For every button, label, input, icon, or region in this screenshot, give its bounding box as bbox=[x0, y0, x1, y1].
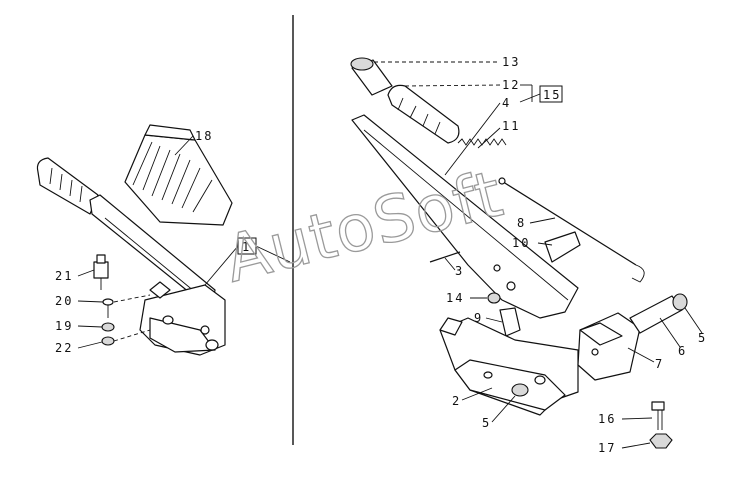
pin-3 bbox=[429, 251, 461, 263]
callout-18: 18 bbox=[195, 129, 213, 143]
lever-right bbox=[351, 114, 579, 319]
callout-2: 2 bbox=[452, 394, 461, 408]
callout-21: 21 bbox=[55, 269, 73, 283]
block-7 bbox=[577, 312, 641, 381]
callout-6: 6 bbox=[678, 344, 687, 358]
washer-5-lower bbox=[511, 383, 529, 397]
washer-22 bbox=[101, 336, 115, 346]
callout-4: 4 bbox=[502, 96, 511, 110]
callout-14: 14 bbox=[446, 291, 464, 305]
right-assembly bbox=[350, 57, 688, 449]
callout-10: 10 bbox=[512, 236, 530, 250]
callout-22: 22 bbox=[55, 341, 73, 355]
lever-left bbox=[36, 157, 216, 306]
callout-1-box: 1 bbox=[204, 237, 291, 286]
callout-1: 1 bbox=[242, 240, 251, 254]
callout-17: 17 bbox=[598, 441, 616, 455]
left-assembly bbox=[36, 124, 233, 356]
clip-9 bbox=[499, 307, 521, 337]
rubber-boot bbox=[124, 124, 233, 226]
callout-19: 19 bbox=[55, 319, 73, 333]
switch-21 bbox=[93, 254, 109, 290]
pin-10 bbox=[544, 231, 581, 263]
rod-8 bbox=[498, 177, 645, 283]
bracket-right bbox=[439, 317, 579, 416]
callout-15: 15 bbox=[543, 88, 561, 102]
callout-9: 9 bbox=[474, 311, 483, 325]
callout-16: 16 bbox=[598, 412, 616, 426]
callout-3: 3 bbox=[455, 264, 464, 278]
callout-7: 7 bbox=[655, 357, 664, 371]
callout-13: 13 bbox=[502, 55, 520, 69]
ring-14 bbox=[487, 292, 501, 304]
callout-15-box: 15 bbox=[519, 84, 563, 103]
callout-20: 20 bbox=[55, 294, 73, 308]
callout-5-lower: 5 bbox=[482, 416, 491, 430]
spring-11 bbox=[457, 138, 507, 146]
sleeve-13 bbox=[350, 57, 393, 96]
screw-20 bbox=[102, 298, 114, 318]
bracket-left bbox=[139, 281, 226, 356]
washer-19 bbox=[101, 322, 115, 332]
washer-5-upper bbox=[672, 293, 688, 311]
watermark: AutoSoft bbox=[218, 157, 510, 297]
grip-12 bbox=[387, 84, 460, 144]
callout-11: 11 bbox=[502, 119, 520, 133]
bolt-16 bbox=[651, 401, 665, 430]
callout-5-upper: 5 bbox=[698, 331, 707, 345]
callout-12: 12 bbox=[502, 78, 520, 92]
callout-8: 8 bbox=[517, 216, 526, 230]
nut-17 bbox=[649, 433, 673, 449]
